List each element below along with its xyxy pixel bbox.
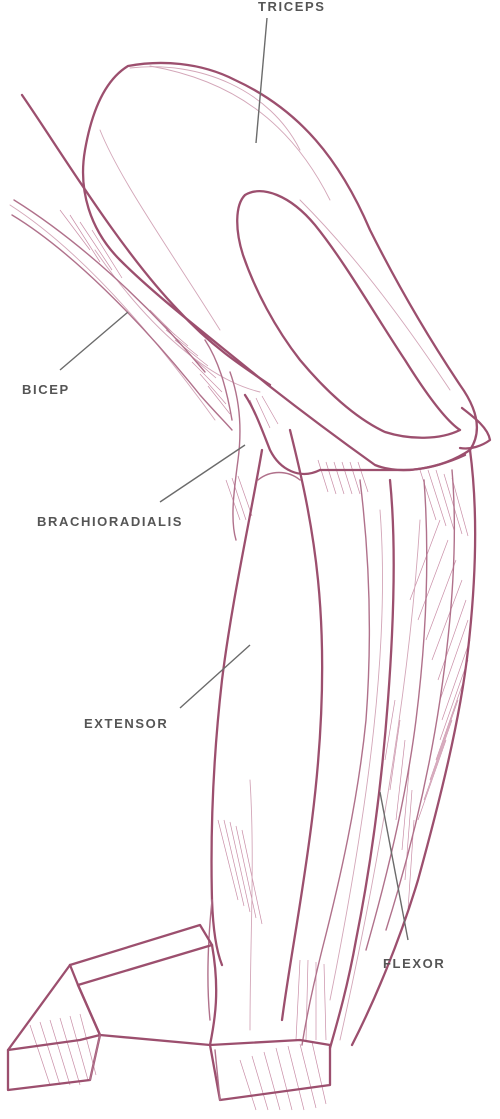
bicep-contour: [20, 93, 272, 387]
label-extensor: EXTENSOR: [84, 716, 168, 731]
bicep-leader: [59, 311, 129, 371]
label-triceps: TRICEPS: [258, 0, 326, 14]
hand-block: [6, 923, 332, 1102]
triceps-inner-contour: [236, 190, 462, 439]
triceps-leader: [255, 17, 268, 144]
label-flexor: FLEXOR: [383, 956, 445, 971]
muscle-labels: TRICEPS BICEP BRACHIORADIALIS EXTENSOR F…: [22, 0, 445, 971]
triceps-contour: [81, 61, 478, 472]
extensor-contour: [210, 448, 264, 967]
arm-contours: [11, 61, 492, 1050]
leader-lines: [59, 17, 409, 941]
construction-lines: [9, 65, 451, 1041]
brachioradialis-leader: [159, 444, 246, 503]
flexor-leader: [379, 791, 409, 941]
label-bicep: BICEP: [22, 382, 70, 397]
shading-hatching: [29, 209, 471, 1111]
label-brachioradialis: BRACHIORADIALIS: [37, 514, 183, 529]
extensor-leader: [179, 644, 251, 709]
brachioradialis-contour: [243, 393, 322, 475]
